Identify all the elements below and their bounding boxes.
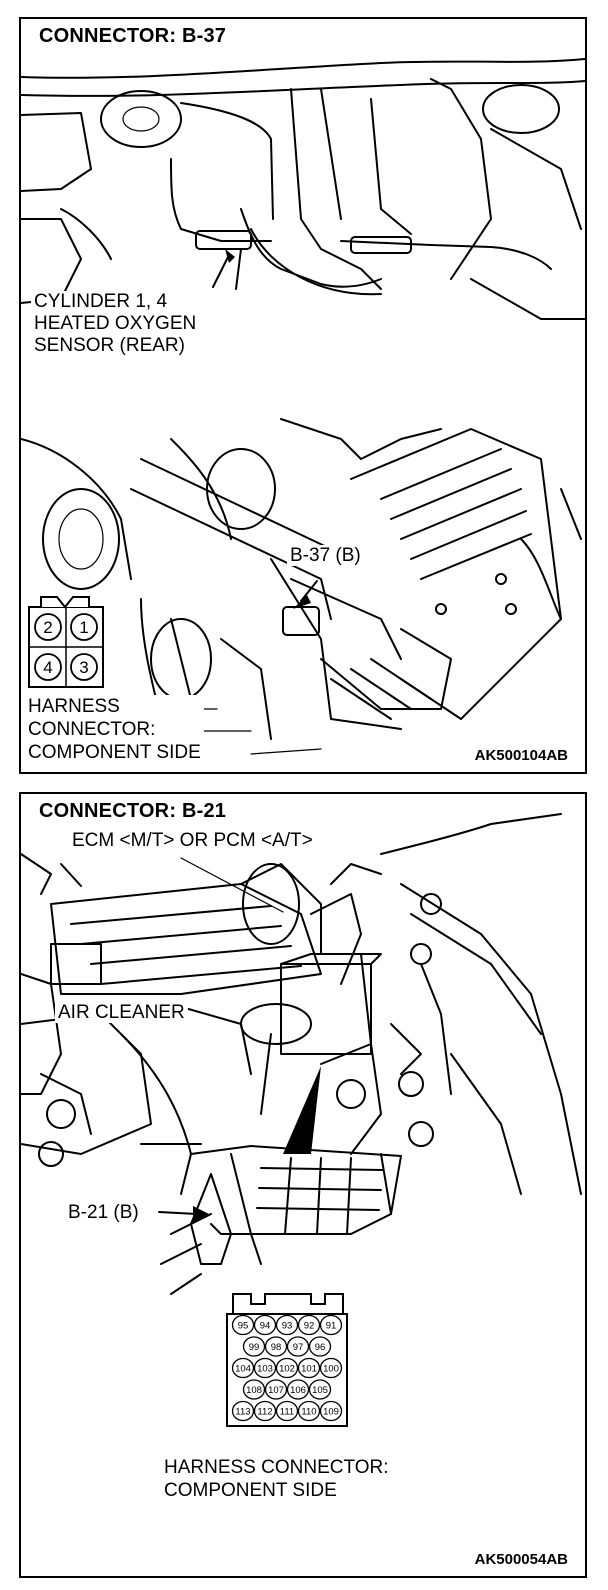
- harness-label-line: HARNESS: [28, 696, 120, 717]
- sensor-label-line: CYLINDER 1, 4: [34, 291, 168, 312]
- harness-label-line: HARNESS CONNECTOR:: [164, 1457, 389, 1478]
- harness-label: HARNESS CONNECTOR: COMPONENT SIDE: [161, 1456, 392, 1502]
- sensor-label-line: HEATED OXYGEN: [34, 313, 197, 334]
- sensor-label-line: SENSOR (REAR): [34, 335, 185, 356]
- ecm-label: ECM <M/T> OR PCM <A/T>: [69, 830, 316, 851]
- figure-code: AK500054AB: [471, 1551, 571, 1568]
- harness-label: HARNESS CONNECTOR: COMPONENT SIDE: [25, 695, 204, 764]
- engine-bay-illustration: [21, 813, 582, 1295]
- figure-code: AK500104AB: [471, 747, 571, 764]
- sensor-label: CYLINDER 1, 4 HEATED OXYGEN SENSOR (REAR…: [31, 291, 200, 357]
- panel-title: CONNECTOR: B-21: [35, 800, 231, 823]
- panel-title: CONNECTOR: B-37: [35, 25, 231, 48]
- harness-label-line: COMPONENT SIDE: [164, 1480, 337, 1501]
- connector-callout: B-37 (B): [287, 545, 364, 566]
- connector-b37-panel: CONNECTOR: B-37: [19, 17, 587, 774]
- air-cleaner-label: AIR CLEANER: [55, 1002, 188, 1023]
- connector-b21-panel: CONNECTOR: B-21: [19, 792, 587, 1578]
- harness-label-line: CONNECTOR:: [28, 719, 156, 740]
- engine-underside-illustration: [21, 58, 585, 755]
- connector-callout: B-21 (B): [65, 1202, 142, 1223]
- harness-label-line: COMPONENT SIDE: [28, 742, 201, 763]
